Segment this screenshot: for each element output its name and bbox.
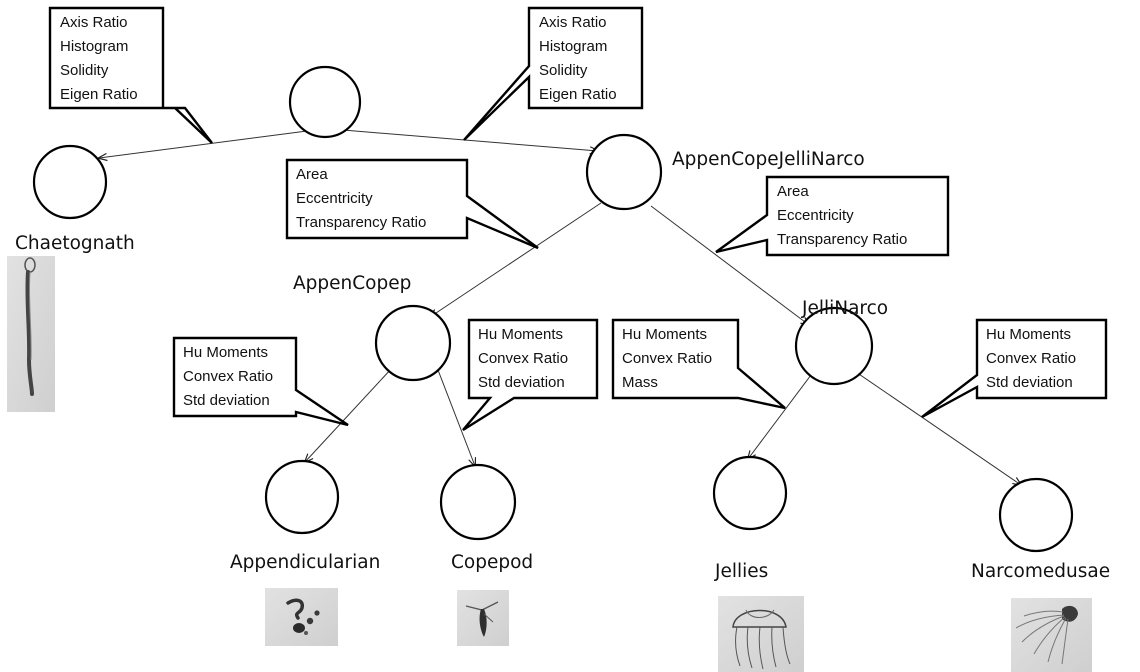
callout-text-root-appencopejellinarco: Axis Ratio Histogram Solidity Eigen Rati… [539,14,617,103]
node-label-appencopep: AppenCopep [293,273,411,294]
callout-line: Std deviation [986,374,1073,391]
callout-line: Axis Ratio [60,14,128,31]
edge-appencopejellinarco-jellinarco [650,205,809,325]
callout-line: Mass [622,374,658,391]
node-appendicularian [264,459,340,535]
callout-line: Convex Ratio [478,350,568,367]
callout-line: Convex Ratio [183,368,273,385]
callout-line: Transparency Ratio [296,214,426,231]
callout-line: Eigen Ratio [60,86,138,103]
node-label-chaetognath: Chaetognath [15,233,135,254]
jellies-specimen-image [718,596,804,672]
node-chaetognath [32,144,108,220]
edge-appencopep-appendicularian [305,367,393,462]
callout-line: Transparency Ratio [777,231,907,248]
callout-box-jellinarco-narcomedusae [921,318,1108,419]
edge-appencopejellinarco-appencopep [430,202,602,317]
edge-appencopep-copepod [437,369,475,466]
chaetognath-specimen-image [7,256,55,412]
node-label-appendicularian: Appendicularian [230,552,380,573]
callout-box-appencopejellinarco-appencopep [285,158,539,250]
callout-line: Solidity [539,62,588,79]
node-label-jellinarco: JelliNarco [801,298,888,319]
node-jellies [712,455,788,531]
copepod-specimen-image [457,590,509,646]
edge-root-appencopejellinarco [342,129,598,151]
node-label-copepod: Copepod [451,552,533,573]
edge-root-chaetognath [99,130,308,158]
callout-text-jellinarco-narcomedusae: Hu Moments Convex Ratio Std deviation [986,326,1076,391]
callout-line: Area [296,166,328,183]
node-narcomedusae [998,477,1074,553]
callout-line: Eccentricity [296,190,373,207]
node-appencopejellinarco [585,133,663,211]
narcomedusae-specimen-image [1011,598,1092,672]
callout-line: Hu Moments [986,326,1071,343]
callout-text-appencopep-appendicularian: Hu Moments Convex Ratio Std deviation [183,344,273,409]
node-label-narcomedusae: Narcomedusae [971,561,1110,582]
callout-text-root-chaetognath: Axis Ratio Histogram Solidity Eigen Rati… [60,14,138,103]
node-label-jellies: Jellies [714,561,768,582]
node-jellinarco [794,306,874,386]
appendicularian-specimen-image [265,588,338,646]
callout-line: Std deviation [183,392,270,409]
callout-box-appencopep-copepod [462,318,599,432]
node-root [288,65,362,139]
callout-text-jellinarco-jellies: Hu Moments Convex Ratio Mass [622,326,712,391]
callout-line: Solidity [60,62,109,79]
callout-line: Area [777,183,809,200]
callout-box-appencopep-appendicularian [172,336,349,427]
node-appencopep [374,304,452,382]
callout-text-appencopejellinarco-appencopep: Area Eccentricity Transparency Ratio [296,166,426,231]
callout-line: Std deviation [478,374,565,391]
node-copepod [439,463,517,541]
callout-line: Convex Ratio [622,350,712,367]
callout-text-appencopejellinarco-jellinarco: Area Eccentricity Transparency Ratio [777,183,907,248]
callout-line: Hu Moments [622,326,707,343]
edge-jellinarco-jellies [748,374,812,459]
callout-line: Hu Moments [183,344,268,361]
callout-line: Axis Ratio [539,14,607,31]
callout-box-root-appencopejellinarco [463,6,644,141]
callout-line: Histogram [539,38,607,55]
node-label-appencopejellinarco: AppenCopeJelliNarco [672,149,865,170]
callout-line: Eigen Ratio [539,86,617,103]
callout-line: Histogram [60,38,128,55]
callout-line: Hu Moments [478,326,563,343]
callout-box-appencopejellinarco-jellinarco [715,175,950,257]
callout-box-root-chaetognath [48,6,213,144]
edge-jellinarco-narcomedusae [852,369,1021,485]
callout-line: Eccentricity [777,207,854,224]
callout-box-jellinarco-jellies [611,318,786,410]
callout-text-appencopep-copepod: Hu Moments Convex Ratio Std deviation [478,326,568,391]
callout-line: Convex Ratio [986,350,1076,367]
